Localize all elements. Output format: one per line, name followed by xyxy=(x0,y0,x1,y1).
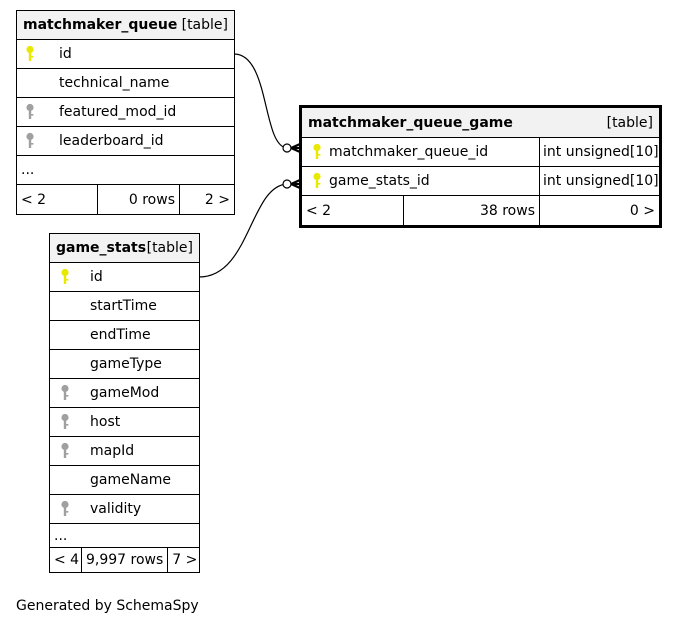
relationship-game-stats-to-queue-game xyxy=(198,183,288,278)
column-row[interactable]: host xyxy=(50,408,199,437)
optional-marker-queue xyxy=(282,143,292,153)
table-footer: < 4 9,997 rows 7 > xyxy=(50,548,199,572)
table-game-stats[interactable]: game_stats [table] id startTime endTime … xyxy=(49,233,200,573)
column-row[interactable]: gameName xyxy=(50,466,199,495)
column-name: endTime xyxy=(90,327,151,343)
table-footer: < 2 0 rows 2 > xyxy=(17,185,234,214)
row-count: 0 rows xyxy=(97,185,179,214)
column-row[interactable]: technical_name xyxy=(17,69,234,98)
parents-count[interactable]: < 2 xyxy=(21,191,47,208)
column-row[interactable]: featured_mod_id xyxy=(17,98,234,127)
table-footer: < 2 38 rows 0 > xyxy=(302,196,659,225)
column-row[interactable]: startTime xyxy=(50,292,199,321)
table-kind: [table] xyxy=(606,114,653,131)
optional-marker-game-stats xyxy=(282,179,292,189)
column-name: matchmaker_queue_id xyxy=(329,144,489,160)
column-row[interactable]: game_stats_id int unsigned[10] xyxy=(302,167,659,196)
column-name: gameType xyxy=(90,356,162,372)
foreign-key-icon xyxy=(61,500,69,516)
table-name: game_stats xyxy=(56,240,147,256)
parents-count[interactable]: < 2 xyxy=(306,202,332,219)
more-columns-label: ... xyxy=(54,527,68,544)
table-name: matchmaker_queue xyxy=(23,17,178,33)
column-name: gameName xyxy=(90,472,172,488)
children-count[interactable]: 0 > xyxy=(539,196,659,225)
column-name: id xyxy=(59,46,72,62)
column-name: featured_mod_id xyxy=(59,104,177,120)
column-name: host xyxy=(90,414,121,430)
diagram-caption: Generated by SchemaSpy xyxy=(16,598,199,614)
column-name: validity xyxy=(90,501,142,517)
row-count: 9,997 rows xyxy=(81,548,167,572)
column-row[interactable]: endTime xyxy=(50,321,199,350)
column-row[interactable]: leaderboard_id xyxy=(17,127,234,156)
column-name: technical_name xyxy=(59,75,170,91)
children-count[interactable]: 7 > xyxy=(167,548,201,572)
column-row[interactable]: id xyxy=(17,40,234,69)
table-matchmaker-queue[interactable]: matchmaker_queue [table] id technical_na… xyxy=(16,10,235,215)
foreign-key-icon xyxy=(61,442,69,458)
table-matchmaker-queue-game[interactable]: matchmaker_queue_game [table] matchmaker… xyxy=(299,105,662,228)
foreign-key-icon xyxy=(61,413,69,429)
column-type: int unsigned[10] xyxy=(539,138,659,166)
foreign-key-icon xyxy=(26,132,34,148)
table-name: matchmaker_queue_game xyxy=(308,114,513,131)
row-count: 38 rows xyxy=(403,196,539,225)
foreign-key-icon xyxy=(26,103,34,119)
relationship-matchmaker-queue-to-queue-game xyxy=(233,53,288,149)
column-row[interactable]: id xyxy=(50,263,199,292)
table-header[interactable]: matchmaker_queue [table] xyxy=(17,11,234,40)
column-row[interactable]: gameType xyxy=(50,350,199,379)
column-name: gameMod xyxy=(90,385,160,401)
crowfoot-queue xyxy=(290,142,301,154)
primary-key-icon xyxy=(313,143,321,159)
table-kind: [table] xyxy=(181,17,228,33)
children-count[interactable]: 2 > xyxy=(179,185,234,214)
column-row[interactable]: matchmaker_queue_id int unsigned[10] xyxy=(302,138,659,167)
table-header[interactable]: game_stats [table] xyxy=(50,234,199,263)
column-row[interactable]: validity xyxy=(50,495,199,524)
table-header[interactable]: matchmaker_queue_game [table] xyxy=(302,108,659,138)
column-name: game_stats_id xyxy=(329,173,430,189)
foreign-key-icon xyxy=(61,384,69,400)
more-columns-label: ... xyxy=(21,162,35,178)
primary-key-icon xyxy=(313,172,321,188)
parents-count[interactable]: < 4 xyxy=(54,552,80,568)
crowfoot-game-stats xyxy=(290,178,301,190)
primary-key-icon xyxy=(26,45,34,61)
column-type: int unsigned[10] xyxy=(539,167,659,195)
column-name: leaderboard_id xyxy=(59,133,164,149)
primary-key-icon xyxy=(61,268,69,284)
more-columns-row: ... xyxy=(17,156,234,185)
column-name: id xyxy=(90,269,103,285)
column-name: startTime xyxy=(90,298,157,314)
column-row[interactable]: gameMod xyxy=(50,379,199,408)
column-name: mapId xyxy=(90,443,135,459)
table-kind: [table] xyxy=(146,240,193,256)
more-columns-row: ... xyxy=(50,524,199,548)
column-row[interactable]: mapId xyxy=(50,437,199,466)
